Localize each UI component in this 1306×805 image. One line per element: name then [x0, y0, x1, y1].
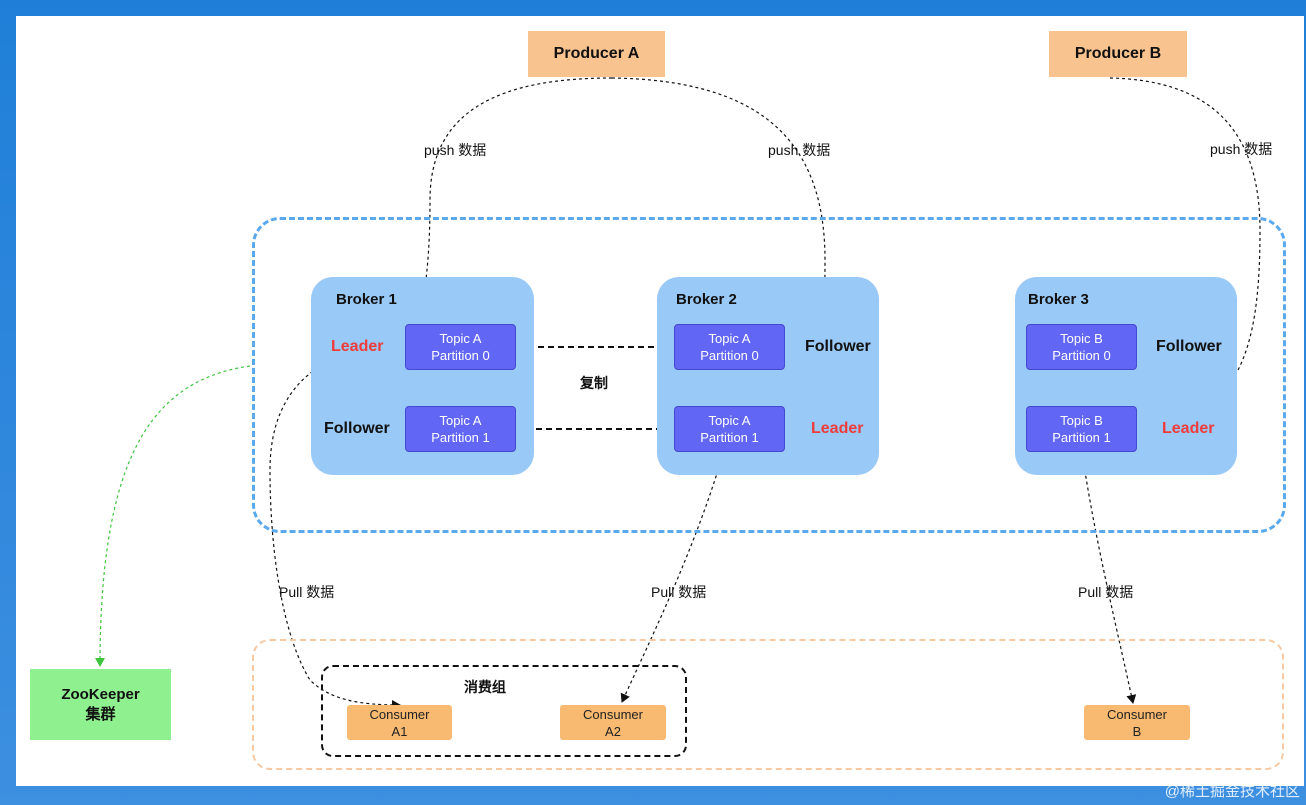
consumer-line2: B: [1132, 723, 1142, 739]
consumer-line1: Consumer: [369, 706, 430, 722]
zookeeper-link: [95, 365, 251, 667]
broker-3-topic-b-partition-1: Topic B Partition 1: [1026, 406, 1137, 452]
producer-a-label: Producer A: [553, 45, 640, 62]
broker-3-title: Broker 3: [1028, 291, 1089, 308]
producer-a: Producer A: [528, 31, 665, 77]
consumer-area-boundary: [252, 639, 1284, 770]
partition-topic: Topic A: [439, 331, 482, 346]
replicate-label: 复制: [580, 375, 608, 391]
partition-topic: Topic B: [1060, 413, 1103, 428]
partition-number: Partition 0: [700, 348, 759, 363]
producer-b: Producer B: [1049, 31, 1187, 77]
pull-label-1: Pull 数据: [279, 584, 335, 600]
broker-2-topic-a-partition-0: Topic A Partition 0: [674, 324, 785, 370]
consumer-line2: A1: [391, 723, 408, 739]
consumer-a2: Consumer A2: [560, 705, 666, 740]
broker-2-topic-a-partition-1: Topic A Partition 1: [674, 406, 785, 452]
pull-arrow-b: [1081, 451, 1137, 704]
broker-1-title: Broker 1: [336, 291, 397, 308]
partition-number: Partition 1: [431, 430, 490, 445]
partition-number: Partition 1: [1052, 430, 1111, 445]
consumer-group-label: 消费组: [464, 679, 506, 695]
producer-b-label: Producer B: [1074, 45, 1162, 62]
partition-topic: Topic A: [708, 413, 751, 428]
broker-1-topic-a-partition-1: Topic A Partition 1: [405, 406, 516, 452]
zookeeper-line1: ZooKeeper: [61, 685, 140, 703]
pull-label-3: Pull 数据: [1078, 584, 1134, 600]
partition-topic: Topic B: [1060, 331, 1103, 346]
partition-number: Partition 1: [700, 430, 759, 445]
broker-1-p1-role: Follower: [324, 420, 390, 437]
watermark-text: @稀土掘金技术社区: [1164, 783, 1300, 800]
partition-number: Partition 0: [431, 348, 490, 363]
consumer-b: Consumer B: [1084, 705, 1190, 740]
partition-number: Partition 0: [1052, 348, 1111, 363]
broker-3-p1-role: Leader: [1162, 420, 1215, 437]
pull-label-2: Pull 数据: [651, 584, 707, 600]
broker-2-p0-role: Follower: [805, 338, 871, 355]
partition-topic: Topic A: [439, 413, 482, 428]
broker-3-topic-b-partition-0: Topic B Partition 0: [1026, 324, 1137, 370]
partition-topic: Topic A: [708, 331, 751, 346]
kafka-cluster-boundary: [252, 217, 1286, 533]
zookeeper-cluster: ZooKeeper 集群: [30, 669, 171, 740]
consumer-group-boundary: [321, 665, 687, 757]
zookeeper-line2: 集群: [85, 705, 116, 723]
push-arrow-b-p1: [1109, 77, 1261, 433]
broker-3-p0-role: Follower: [1156, 338, 1222, 355]
push-label-3: push 数据: [1210, 141, 1273, 157]
broker-1-topic-a-partition-0: Topic A Partition 0: [405, 324, 516, 370]
push-label-1: push 数据: [424, 142, 487, 158]
consumer-a1: Consumer A1: [347, 705, 452, 740]
broker-1-p0-role: Leader: [331, 338, 384, 355]
consumer-line1: Consumer: [1107, 706, 1167, 722]
broker-2-title: Broker 2: [676, 291, 737, 308]
pull-arrow-a2: [620, 463, 721, 703]
push-label-2: push 数据: [768, 142, 831, 158]
consumer-line1: Consumer: [583, 706, 643, 722]
consumer-line2: A2: [605, 723, 621, 739]
broker-2-p1-role: Leader: [811, 420, 864, 437]
